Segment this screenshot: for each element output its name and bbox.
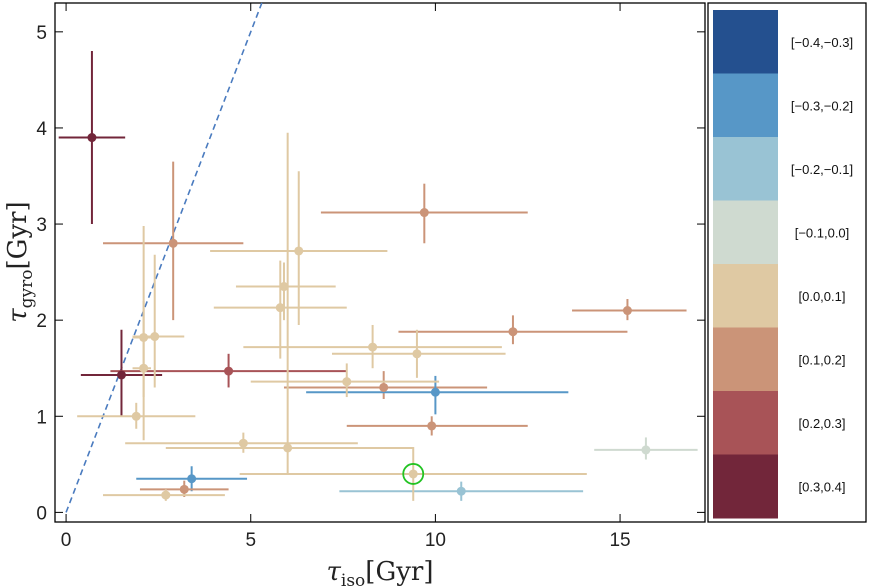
legend-swatch — [713, 264, 778, 328]
data-point — [279, 282, 289, 292]
legend-swatch — [713, 391, 778, 455]
legend-label: [0.0,0.1] — [799, 289, 846, 304]
data-point — [430, 387, 440, 397]
data-point — [408, 469, 418, 479]
legend: [−0.4,−0.3] [−0.3,−0.2] [−0.2,−0.1] [−0.1,0… — [713, 10, 853, 519]
data-point — [224, 366, 234, 376]
x-tick-label: 0 — [61, 530, 72, 551]
x-axis-title: τiso[Gyr] — [327, 557, 434, 588]
data-point — [379, 382, 389, 392]
x-tick-label: 5 — [245, 530, 256, 551]
y-axis-subscript: gyro — [17, 269, 37, 308]
data-points — [87, 133, 651, 500]
y-tick-label: 5 — [36, 23, 47, 44]
x-axis: 0 5 10 15 — [61, 3, 631, 551]
data-point — [87, 133, 97, 143]
y-axis-symbol: τ — [3, 308, 33, 323]
data-point — [456, 486, 466, 496]
data-point — [368, 342, 378, 352]
legend-label: [0.3,0.4] — [799, 479, 846, 494]
data-point — [294, 246, 304, 256]
data-point — [187, 474, 197, 484]
legend-swatch — [713, 10, 778, 74]
y-tick-label: 1 — [36, 407, 47, 428]
reference-line — [65, 2, 263, 513]
data-point — [622, 306, 632, 316]
data-point — [275, 303, 285, 313]
x-tick-label: 15 — [609, 530, 630, 551]
y-tick-label: 4 — [36, 119, 47, 140]
data-point — [139, 332, 149, 342]
data-point — [131, 411, 141, 421]
legend-label: [0.1,0.2] — [799, 352, 846, 367]
y-axis: 0 1 2 3 4 5 — [36, 23, 705, 524]
legend-label: [0.2,0.3] — [799, 416, 846, 431]
data-point — [116, 370, 126, 380]
data-point — [412, 349, 422, 359]
data-point — [342, 377, 352, 387]
legend-swatch — [713, 73, 778, 138]
data-point — [179, 484, 189, 494]
legend-label: [−0.2,−0.1] — [791, 162, 853, 177]
legend-label: [−0.3,−0.2] — [791, 98, 853, 113]
data-point — [427, 421, 437, 431]
highlight-marker — [402, 463, 425, 485]
y-axis-title: τgyro[Gyr] — [3, 201, 37, 322]
data-point — [161, 490, 171, 500]
data-point — [238, 438, 248, 448]
y-tick-label: 3 — [36, 215, 47, 236]
data-point — [283, 443, 293, 453]
data-point — [168, 238, 178, 248]
data-point — [641, 445, 651, 455]
x-axis-symbol: τ — [327, 557, 342, 587]
legend-swatch — [713, 327, 778, 392]
plot-frame — [54, 2, 706, 523]
y-tick-label: 2 — [36, 311, 47, 332]
legend-label: [−0.4,−0.3] — [791, 35, 853, 50]
data-point — [139, 363, 149, 373]
x-axis-unit: [Gyr] — [365, 557, 433, 587]
x-tick-label: 10 — [425, 530, 446, 551]
x-axis-subscript: iso — [341, 571, 365, 588]
y-axis-unit: [Gyr] — [3, 201, 33, 269]
error-bars — [58, 51, 698, 501]
y-tick-label: 0 — [36, 503, 47, 524]
data-point — [150, 332, 160, 342]
legend-swatch — [713, 454, 778, 519]
legend-label: [−0.1,0.0] — [795, 225, 850, 240]
legend-swatch — [713, 137, 778, 201]
data-point — [508, 327, 518, 337]
data-point — [419, 208, 429, 218]
highlight-circle — [402, 463, 425, 485]
reference-line-path — [65, 2, 263, 513]
legend-swatch — [713, 200, 778, 265]
